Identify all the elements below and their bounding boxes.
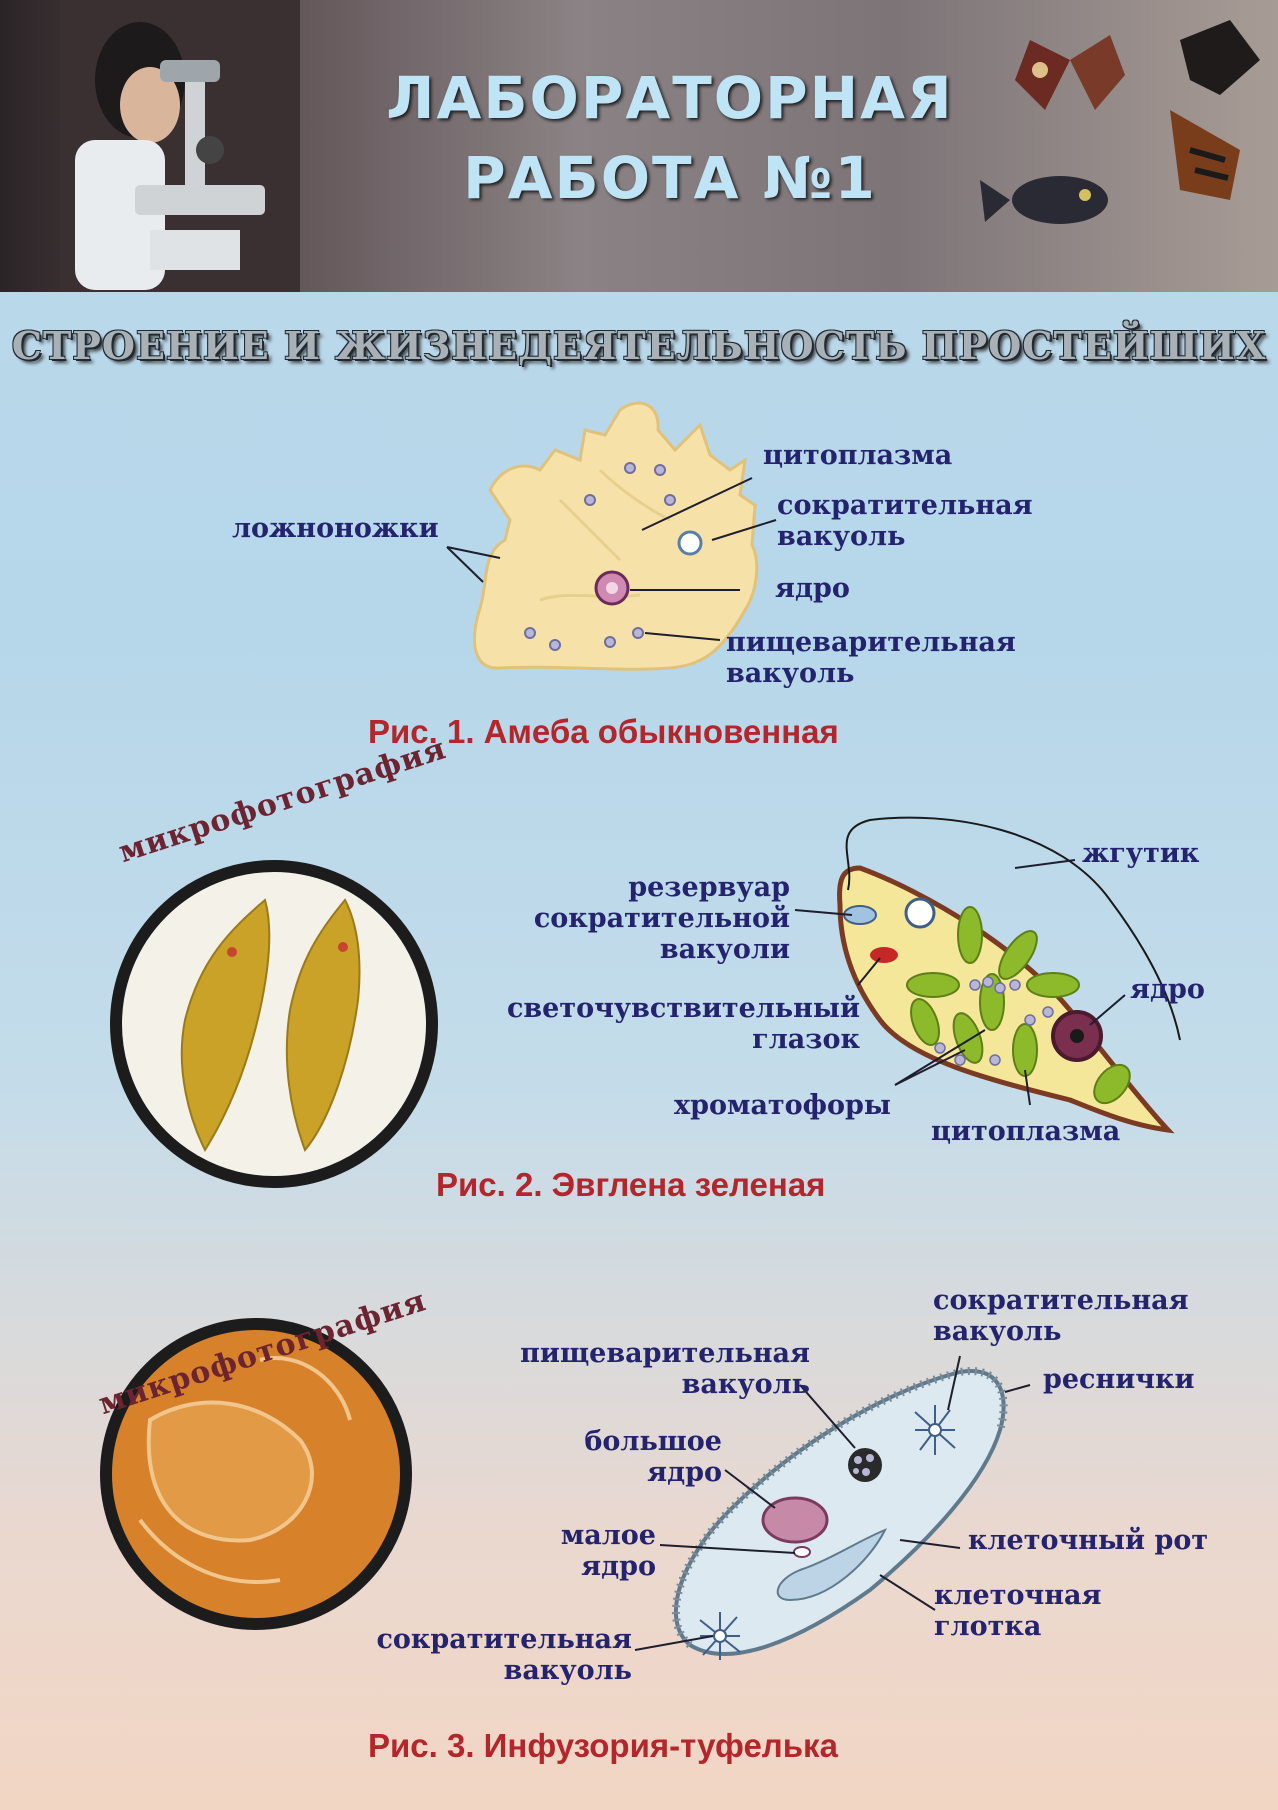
amoeba-label-pseudopodia: ложноножки — [232, 513, 439, 544]
paramecium-label-cell-pharynx: клеточная глотка — [934, 1580, 1102, 1642]
paramecium-drawing — [634, 1355, 1031, 1660]
paramecium-micro-circle — [100, 1318, 412, 1630]
page-title-line1: ЛАБОРАТОРНАЯ — [386, 64, 954, 132]
paramecium-macronucleus — [761, 1496, 829, 1544]
paramecium-label-contractile-vacuole-top: сократительная вакуоль — [933, 1285, 1189, 1347]
amoeba-label-contractile-vacuole: сократительная вакуоль — [777, 490, 1033, 552]
euglena-label-reservoir: резервуар сократительной вакуоли — [533, 872, 790, 965]
amoeba-label-digestive-vacuole: пищеварительная вакуоль — [726, 627, 1016, 689]
euglena-flagellum — [845, 816, 1181, 1041]
section-subtitle: СТРОЕНИЕ И ЖИЗНЕДЕЯТЕЛЬНОСТЬ ПРОСТЕЙШИХ — [11, 323, 1267, 368]
paramecium-label-micronucleus: малое ядро — [560, 1520, 656, 1582]
paramecium-label-macronucleus: большое ядро — [584, 1426, 722, 1488]
paramecium-label-cell-mouth: клеточный рот — [968, 1525, 1209, 1556]
euglena-label-cytoplasm: цитоплазма — [931, 1116, 1121, 1147]
paramecium-body — [674, 1368, 1006, 1656]
animals-collage-image — [980, 20, 1260, 224]
amoeba-body — [473, 401, 759, 671]
euglena-label-chromatophores: хроматофоры — [674, 1090, 891, 1121]
figure3-caption: Рис. 3. Инфузория-туфелька — [368, 1727, 838, 1764]
amoeba-label-cytoplasm: цитоплазма — [763, 440, 953, 471]
microscope-scene-image — [60, 0, 300, 292]
paramecium-digestive-vacuole — [848, 1448, 882, 1482]
page-title: ЛАБОРАТОРНАЯ РАБОТА №1 — [360, 58, 980, 218]
header-illustration — [60, 0, 1260, 292]
euglena-eyespot — [870, 947, 898, 963]
euglena-chromatophores — [906, 906, 1131, 1105]
paramecium-contractile-vacuole-top — [914, 1405, 956, 1455]
paramecium-label-contractile-vacuole-bottom: сократительная вакуоль — [376, 1624, 632, 1686]
amoeba-drawing — [446, 401, 777, 671]
paramecium-contractile-vacuole-bottom — [699, 1612, 741, 1660]
euglena-drawing — [794, 816, 1181, 1134]
page-title-line2: РАБОТА №1 — [463, 144, 877, 212]
amoeba-contractile-vacuole — [677, 530, 703, 556]
paramecium-label-digestive-vacuole: пищеварительная вакуоль — [520, 1338, 810, 1400]
euglena-label-eyespot: светочувствительный глазок — [506, 993, 860, 1055]
paramecium-label-cilia: реснички — [1043, 1364, 1195, 1395]
paramecium-pharynx — [776, 1528, 888, 1602]
paramecium-micronucleus — [793, 1546, 811, 1558]
euglena-label-flagellum: жгутик — [1082, 838, 1200, 869]
figure1-caption: Рис. 1. Амеба обыкновенная — [368, 713, 839, 750]
figure2-caption: Рис. 2. Эвглена зеленая — [436, 1166, 826, 1203]
euglena-micro-circle — [110, 860, 438, 1188]
amoeba-label-nucleus: ядро — [775, 573, 850, 604]
header-banner: ЛАБОРАТОРНАЯ РАБОТА №1 — [0, 0, 1278, 292]
euglena-label-nucleus: ядро — [1130, 974, 1205, 1005]
